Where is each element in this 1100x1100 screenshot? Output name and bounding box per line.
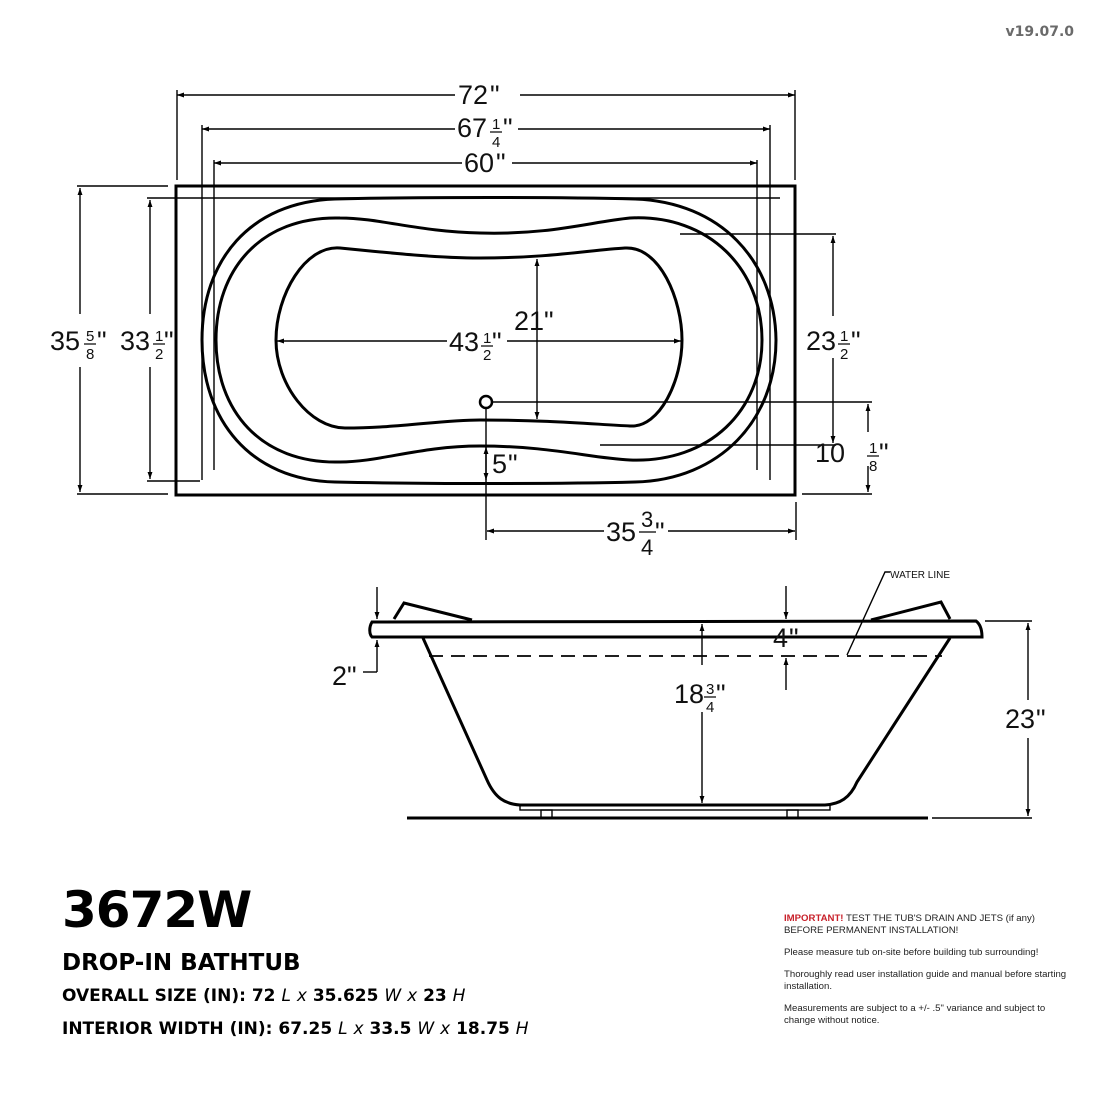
svg-text:": " [97, 326, 107, 356]
model-number: 3672W [62, 881, 252, 939]
svg-text:33: 33 [120, 326, 150, 356]
svg-text:8: 8 [86, 346, 94, 363]
svg-text:4: 4 [492, 134, 500, 151]
svg-text:1: 1 [869, 440, 877, 457]
svg-text:2: 2 [840, 346, 848, 363]
dim-rim-thickness: 2 " [332, 661, 357, 691]
dim-inner-length: 60 " [464, 148, 506, 178]
headrest-left [392, 601, 473, 622]
svg-text:": " [789, 623, 799, 653]
note-measure: Please measure tub on-site before buildi… [784, 947, 1039, 958]
svg-text:1: 1 [483, 330, 491, 347]
dim-rim-inner-width: 33 1 2 " [120, 326, 174, 363]
svg-text:18: 18 [674, 679, 704, 709]
svg-text:21: 21 [514, 306, 544, 336]
svg-text:4: 4 [641, 535, 653, 560]
svg-text:10: 10 [815, 438, 845, 468]
svg-text:67: 67 [457, 113, 487, 143]
top-view: 72 " 67 1 4 " 60 " 35 5 8 " [50, 80, 889, 560]
svg-text:": " [164, 326, 174, 356]
dim-basin-width: 21 " [514, 306, 554, 336]
svg-text:23: 23 [806, 326, 836, 356]
product-type: DROP-IN BATHTUB [62, 950, 301, 976]
dim-overall-length: 72 " [458, 80, 500, 110]
dim-drain-from-end: 35 3 4 " [606, 507, 665, 560]
svg-text:2: 2 [332, 661, 347, 691]
tub-body-side [421, 637, 952, 807]
svg-text:43: 43 [449, 327, 479, 357]
svg-text:": " [490, 80, 500, 110]
svg-text:5: 5 [492, 449, 507, 479]
svg-text:5: 5 [86, 328, 94, 345]
version-label: v19.07.0 [1005, 24, 1074, 40]
tub-outer-rim [200, 196, 778, 485]
svg-text:": " [716, 679, 726, 709]
dim-overall-height: 23 " [1005, 704, 1046, 734]
dim-overall-width: 35 5 8 " [50, 326, 107, 363]
svg-text:": " [496, 148, 506, 178]
dim-inner-width: 23 1 2 " [806, 326, 861, 363]
svg-text:3: 3 [641, 507, 653, 532]
note-variance: Measurements are subject to a +/- .5" va… [784, 1003, 1046, 1026]
svg-text:3: 3 [706, 681, 714, 698]
svg-text:72: 72 [458, 80, 488, 110]
svg-text:": " [503, 113, 513, 143]
svg-text:1: 1 [840, 328, 848, 345]
dim-drain-from-edge: 10 1 8 " [815, 438, 889, 475]
interior-width-spec: INTERIOR WIDTH (IN): 67.25 L x 33.5 W x … [62, 1019, 529, 1039]
svg-text:": " [347, 661, 357, 691]
svg-text:1: 1 [492, 116, 500, 133]
svg-text:": " [655, 517, 665, 547]
svg-text:4: 4 [773, 623, 788, 653]
tub-deck-contour [214, 216, 764, 464]
svg-text:": " [879, 438, 889, 468]
technical-drawing: 72 " 67 1 4 " 60 " 35 5 8 " [50, 80, 1046, 820]
drain-icon [478, 394, 494, 410]
dim-water-depth: 4 " [773, 623, 799, 653]
svg-text:4: 4 [706, 699, 714, 716]
svg-text:": " [492, 327, 502, 357]
note-read-guide: Thoroughly read user installation guide … [784, 969, 1067, 992]
svg-text:35: 35 [606, 517, 636, 547]
svg-text:": " [851, 326, 861, 356]
svg-text:23: 23 [1005, 704, 1035, 734]
svg-text:": " [544, 306, 554, 336]
svg-text:8: 8 [869, 458, 877, 475]
tub-rim-side [368, 619, 984, 639]
svg-text:2: 2 [155, 346, 163, 363]
side-view: WATER LINE 2 " 4 " 18 3 4 " [332, 570, 1046, 820]
headrest-right [870, 600, 952, 622]
water-line-label: WATER LINE [890, 570, 950, 581]
svg-text:": " [508, 449, 518, 479]
svg-text:1: 1 [155, 328, 163, 345]
svg-text:35: 35 [50, 326, 80, 356]
svg-text:60: 60 [464, 148, 494, 178]
svg-text:": " [1036, 704, 1046, 734]
dim-drain-offset: 5 " [492, 449, 518, 479]
installation-notes: IMPORTANT! TEST THE TUB'S DRAIN AND JETS… [784, 913, 1074, 1037]
dim-rim-inner-length: 67 1 4 " [457, 113, 513, 151]
important-note: IMPORTANT! TEST THE TUB'S DRAIN AND JETS… [784, 913, 1035, 936]
overall-size-spec: OVERALL SIZE (IN): 72 L x 35.625 W x 23 … [62, 986, 466, 1006]
tub-basin-contour [274, 246, 684, 430]
title-block: 3672W DROP-IN BATHTUB OVERALL SIZE (IN):… [62, 880, 529, 1046]
dim-interior-depth: 18 3 4 " [674, 679, 726, 716]
dim-basin-length: 43 1 2 " [449, 327, 502, 364]
svg-text:2: 2 [483, 347, 491, 364]
